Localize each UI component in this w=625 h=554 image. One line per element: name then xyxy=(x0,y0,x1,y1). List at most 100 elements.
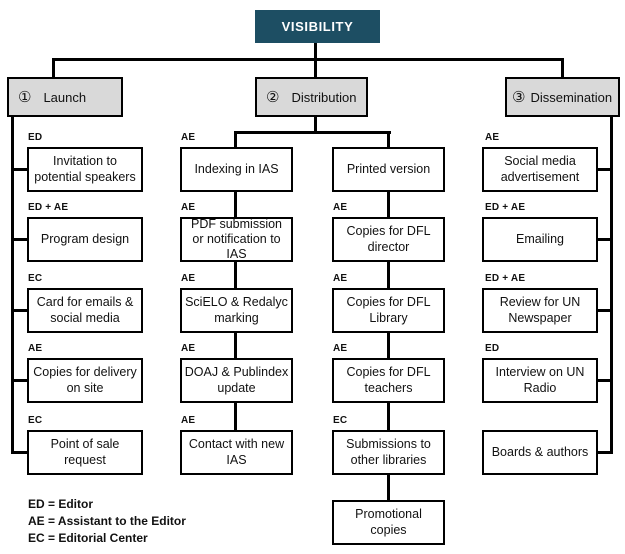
role-label: AE xyxy=(181,273,196,284)
node-indexing-in-ias: Indexing in IAS xyxy=(180,147,293,192)
node-copies-for-dfl-director: Copies for DFL director xyxy=(332,217,445,262)
branch-label-launch: Launch xyxy=(43,89,87,105)
branch-header-dissemination: ③ Dissemination xyxy=(505,77,620,117)
connector-stub xyxy=(596,309,613,312)
node-promotional-copies: Promotional copies xyxy=(332,500,445,545)
connector-drop-chain-b xyxy=(387,131,390,147)
node-label: DOAJ & Publindex update xyxy=(184,365,289,395)
legend: ED = Editor AE = Assistant to the Editor… xyxy=(28,496,186,547)
node-label: PDF submission or notification to IAS xyxy=(191,216,282,262)
node-submissions-to-other-libraries: Submissions to other libraries xyxy=(332,430,445,475)
role-label: AE xyxy=(181,343,196,354)
role-label: AE xyxy=(485,132,500,143)
root-label: VISIBILITY xyxy=(281,19,354,34)
connector-stub xyxy=(596,451,613,454)
connector-distribution-drop xyxy=(314,117,317,134)
connector-link xyxy=(387,475,390,500)
connector-stub xyxy=(11,451,29,454)
role-label: ED xyxy=(485,343,500,354)
node-emailing: Emailing xyxy=(482,217,598,262)
connector-stub xyxy=(11,238,29,241)
circled-number-1: ① xyxy=(18,88,32,106)
node-review-for-un-newspaper: Review for UN Newspaper xyxy=(482,288,598,333)
connector-distribution-bus xyxy=(234,131,391,134)
branch-label-distribution: Distribution xyxy=(291,89,357,105)
connector-link xyxy=(387,192,390,217)
connector-stub xyxy=(596,379,613,382)
node-label: Copies for DFL Library xyxy=(346,295,431,325)
node-label: Copies for DFL teachers xyxy=(346,365,431,395)
circled-number-2: ② xyxy=(266,88,280,106)
node-label: Point of sale request xyxy=(50,437,120,467)
node-copies-for-dfl-library: Copies for DFL Library xyxy=(332,288,445,333)
role-label: AE xyxy=(333,273,348,284)
node-label: Submissions to other libraries xyxy=(346,437,431,467)
role-label: EC xyxy=(28,415,43,426)
node-label: Card for emails & social media xyxy=(36,295,134,325)
connector-link xyxy=(234,262,237,288)
connector-dissemination-spine xyxy=(610,117,613,454)
node-label: Social media advertisement xyxy=(500,154,580,184)
node-label: Invitation to potential speakers xyxy=(34,154,136,184)
node-invitation-to-potential-speakers: Invitation to potential speakers xyxy=(27,147,143,192)
role-label: AE xyxy=(28,343,43,354)
node-boards-authors: Boards & authors xyxy=(482,430,598,475)
role-label: EC xyxy=(333,415,348,426)
connector-link xyxy=(387,403,390,430)
node-interview-on-un-radio: Interview on UN Radio xyxy=(482,358,598,403)
role-label: AE xyxy=(333,343,348,354)
circled-number-3: ③ xyxy=(512,88,526,106)
connector-stub xyxy=(11,379,29,382)
connector-stub xyxy=(11,309,29,312)
connector-drop-chain-a xyxy=(234,131,237,147)
role-label: AE xyxy=(333,202,348,213)
connector-stub xyxy=(11,168,29,171)
role-label: ED + AE xyxy=(28,202,69,213)
node-label: Copies for DFL director xyxy=(346,224,431,254)
node-point-of-sale-request: Point of sale request xyxy=(27,430,143,475)
node-label: Contact with new IAS xyxy=(188,437,285,467)
node-label: Emailing xyxy=(516,231,564,246)
node-copies-for-dfl-teachers: Copies for DFL teachers xyxy=(332,358,445,403)
legend-line-ec: EC = Editorial Center xyxy=(28,531,148,545)
connector-root-drop xyxy=(314,43,317,59)
node-label: Copies for delivery on site xyxy=(33,365,137,395)
connector-link xyxy=(234,333,237,358)
node-label: Boards & authors xyxy=(491,444,589,459)
role-label: AE xyxy=(181,132,196,143)
connector-stub xyxy=(596,168,613,171)
branch-header-distribution: ② Distribution xyxy=(255,77,368,117)
node-label: Review for UN Newspaper xyxy=(499,295,581,325)
node-printed-version: Printed version xyxy=(332,147,445,192)
legend-line-ae: AE = Assistant to the Editor xyxy=(28,514,186,528)
connector-link xyxy=(387,333,390,358)
connector-stub xyxy=(596,238,613,241)
connector-drop-distribution xyxy=(314,58,317,77)
role-label: AE xyxy=(181,415,196,426)
node-pdf-submission-or-notification-to-ias: PDF submission or notification to IAS xyxy=(180,217,293,262)
connector-link xyxy=(387,262,390,288)
branch-header-launch: ① Launch xyxy=(7,77,123,117)
branch-label-dissemination: Dissemination xyxy=(530,89,613,105)
connector-link xyxy=(234,192,237,217)
node-scielo-redalyc-marking: SciELO & Redalyc marking xyxy=(180,288,293,333)
role-label: ED + AE xyxy=(485,273,526,284)
connector-drop-dissemination xyxy=(561,58,564,77)
node-copies-for-delivery-on-site: Copies for delivery on site xyxy=(27,358,143,403)
node-social-media-advertisement: Social media advertisement xyxy=(482,147,598,192)
role-label: EC xyxy=(28,273,43,284)
node-label: Program design xyxy=(40,231,130,246)
role-label: ED xyxy=(28,132,43,143)
connector-top-bus xyxy=(52,58,564,61)
node-label: Printed version xyxy=(346,161,431,176)
node-doaj-publindex-update: DOAJ & Publindex update xyxy=(180,358,293,403)
connector-link xyxy=(234,403,237,430)
node-contact-with-new-ias: Contact with new IAS xyxy=(180,430,293,475)
node-label: SciELO & Redalyc marking xyxy=(185,295,288,325)
role-label: AE xyxy=(181,202,196,213)
node-label: Interview on UN Radio xyxy=(495,365,585,395)
node-label: Promotional copies xyxy=(355,507,422,537)
role-label: ED + AE xyxy=(485,202,526,213)
node-card-for-emails-social-media: Card for emails & social media xyxy=(27,288,143,333)
